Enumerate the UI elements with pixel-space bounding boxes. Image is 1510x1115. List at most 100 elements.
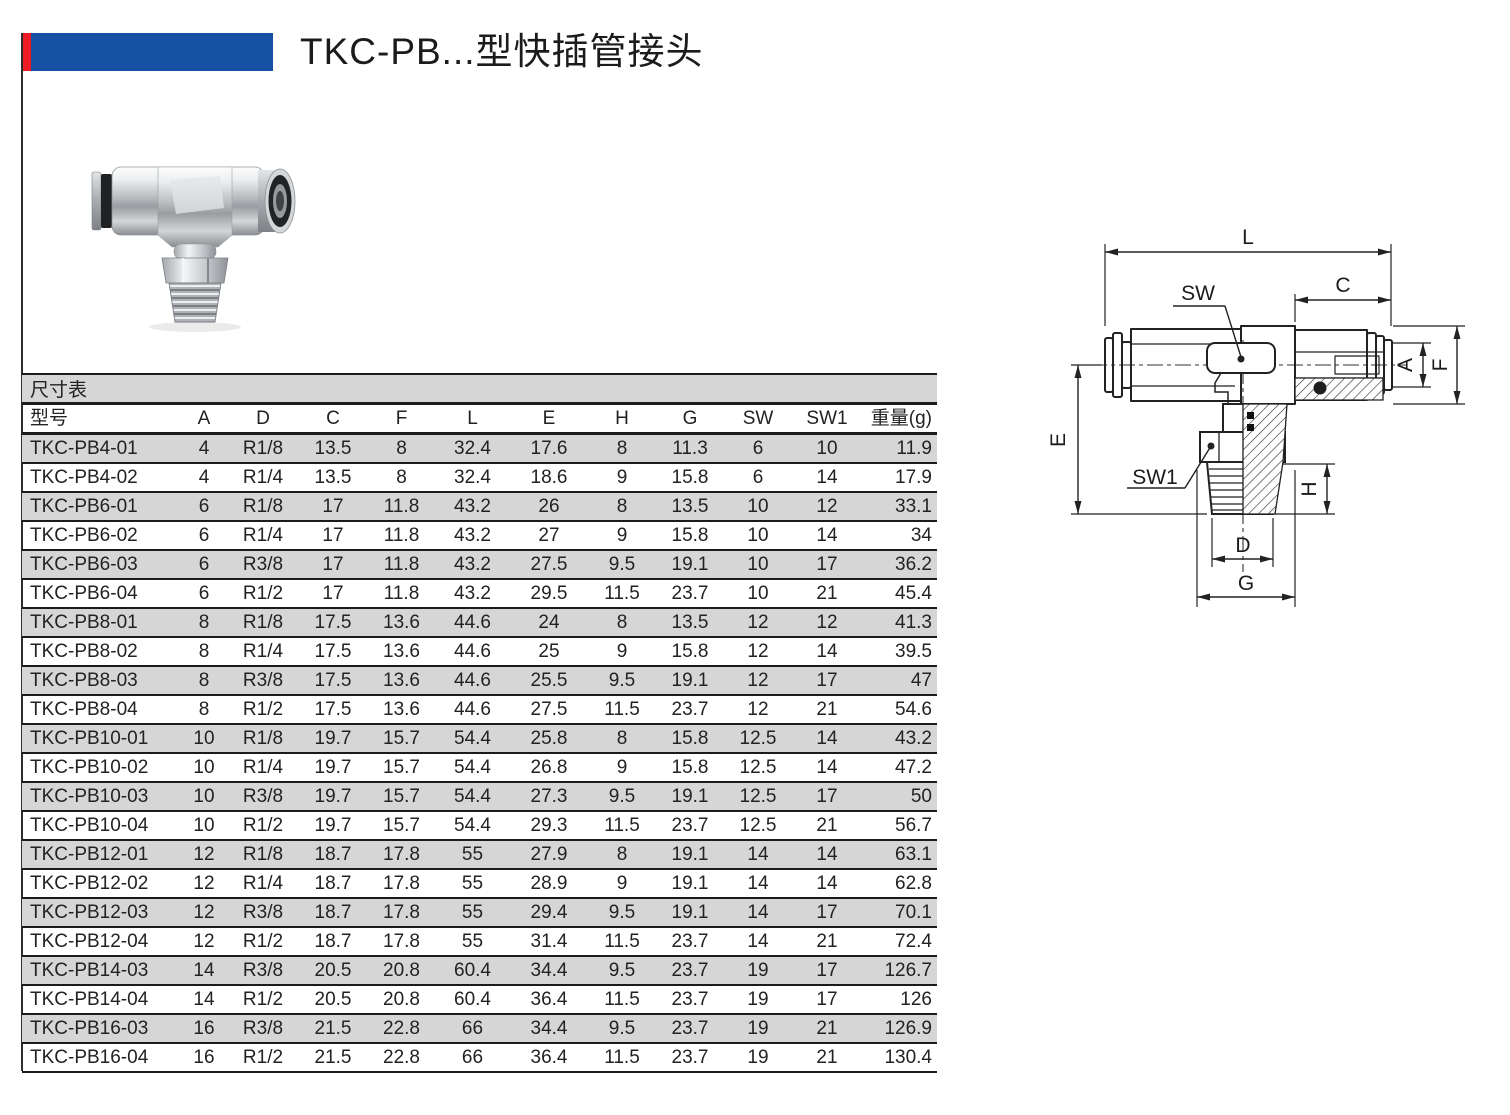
value-cell: 9: [616, 525, 628, 546]
model-cell: TKC-PB12-03: [30, 902, 149, 923]
value-cell: 17: [322, 496, 344, 517]
dimension-label-d: D: [1235, 534, 1250, 557]
dimension-label-f: F: [1429, 359, 1452, 372]
value-cell: 12.5: [739, 815, 777, 836]
value-cell: 11.8: [383, 496, 420, 517]
dimension-label-h: H: [1298, 481, 1321, 496]
value-cell: 21: [816, 815, 838, 836]
dimension-labels: L C SW A F E SW1 H D G: [1047, 226, 1452, 595]
value-cell: 54.4: [454, 786, 491, 807]
value-cell: 11.9: [896, 438, 932, 459]
value-cell: 11.5: [604, 989, 640, 1010]
value-cell: 22.8: [383, 1047, 420, 1068]
dimension-label-e: E: [1047, 433, 1070, 447]
leader-lines: [1127, 305, 1242, 489]
value-cell: 8: [616, 612, 628, 633]
value-cell: 12: [816, 496, 838, 517]
value-cell: 34.4: [530, 960, 568, 981]
photo-center-facet: [170, 176, 224, 214]
model-cell: TKC-PB12-02: [30, 873, 149, 894]
value-cell: 21.5: [314, 1047, 352, 1068]
value-cell: 4: [198, 467, 210, 488]
value-cell: 54.6: [895, 699, 932, 720]
model-cell: TKC-PB12-01: [30, 844, 149, 865]
header-red-accent: [23, 33, 31, 71]
value-cell: R1/4: [242, 525, 284, 546]
value-cell: 19.7: [314, 786, 352, 807]
value-cell: 9.5: [608, 670, 636, 691]
value-cell: 18.7: [314, 902, 352, 923]
value-cell: 8: [616, 496, 628, 517]
value-cell: 8: [198, 641, 210, 662]
value-cell: 10: [193, 786, 215, 807]
value-cell: 20.8: [383, 960, 420, 981]
value-cell: 36.2: [895, 554, 932, 575]
model-cell: TKC-PB10-01: [30, 728, 149, 749]
value-cell: 19.1: [671, 670, 709, 691]
value-cell: 10: [747, 496, 769, 517]
value-cell: 126.7: [884, 960, 932, 981]
value-cell: 55: [461, 873, 484, 894]
value-cell: 44.6: [454, 670, 491, 691]
value-cell: 12: [193, 931, 215, 952]
value-cell: 130.4: [884, 1047, 932, 1068]
value-cell: 27: [538, 525, 560, 546]
model-cell: TKC-PB16-04: [30, 1047, 149, 1068]
model-cell: TKC-PB4-01: [30, 438, 138, 459]
value-cell: 6: [198, 525, 210, 546]
value-cell: 27.5: [530, 699, 568, 720]
value-cell: 126: [900, 989, 932, 1010]
value-cell: 12.5: [739, 786, 777, 807]
value-cell: 9.5: [608, 554, 636, 575]
value-cell: R1/2: [242, 1047, 284, 1068]
dimension-arrows: [1074, 248, 1461, 601]
value-cell: 17: [322, 525, 344, 546]
value-cell: 23.7: [671, 960, 709, 981]
model-cell: TKC-PB4-02: [30, 467, 138, 488]
column-header: F: [395, 408, 408, 429]
value-cell: 12: [193, 902, 215, 923]
value-cell: 17.5: [314, 612, 352, 633]
value-cell: 14: [816, 728, 838, 749]
value-cell: 14: [193, 960, 215, 981]
model-cell: TKC-PB8-01: [30, 612, 138, 633]
column-header: SW: [742, 408, 774, 429]
model-cell: TKC-PB14-04: [30, 989, 149, 1010]
value-cell: 34: [910, 525, 932, 546]
value-cell: 14: [747, 873, 769, 894]
value-cell: 8: [198, 699, 210, 720]
value-cell: 44.6: [454, 612, 491, 633]
value-cell: 28.9: [530, 873, 568, 894]
model-cell: TKC-PB16-03: [30, 1018, 149, 1039]
model-cell: TKC-PB8-02: [30, 641, 138, 662]
model-cell: TKC-PB14-03: [30, 960, 149, 981]
value-cell: 43.2: [454, 583, 491, 604]
value-cell: 60.4: [454, 989, 491, 1010]
value-cell: 55: [461, 844, 484, 865]
value-cell: 19: [747, 1047, 769, 1068]
sw-leader-dot: [1237, 355, 1245, 363]
value-cell: 25.8: [530, 728, 568, 749]
value-cell: 12: [747, 699, 769, 720]
value-cell: 23.7: [671, 815, 709, 836]
value-cell: 19.7: [314, 728, 352, 749]
value-cell: 21: [816, 931, 838, 952]
value-cell: 11.5: [604, 931, 640, 952]
value-cell: 32.4: [454, 438, 491, 459]
value-cell: 17.6: [530, 438, 568, 459]
value-cell: 44.6: [454, 641, 491, 662]
value-cell: 41.3: [895, 612, 932, 633]
value-cell: 12.5: [739, 728, 777, 749]
value-cell: 19: [747, 1018, 769, 1039]
value-cell: 17: [816, 554, 838, 575]
sw-flat-step: [1214, 372, 1229, 403]
value-cell: 31.4: [530, 931, 568, 952]
